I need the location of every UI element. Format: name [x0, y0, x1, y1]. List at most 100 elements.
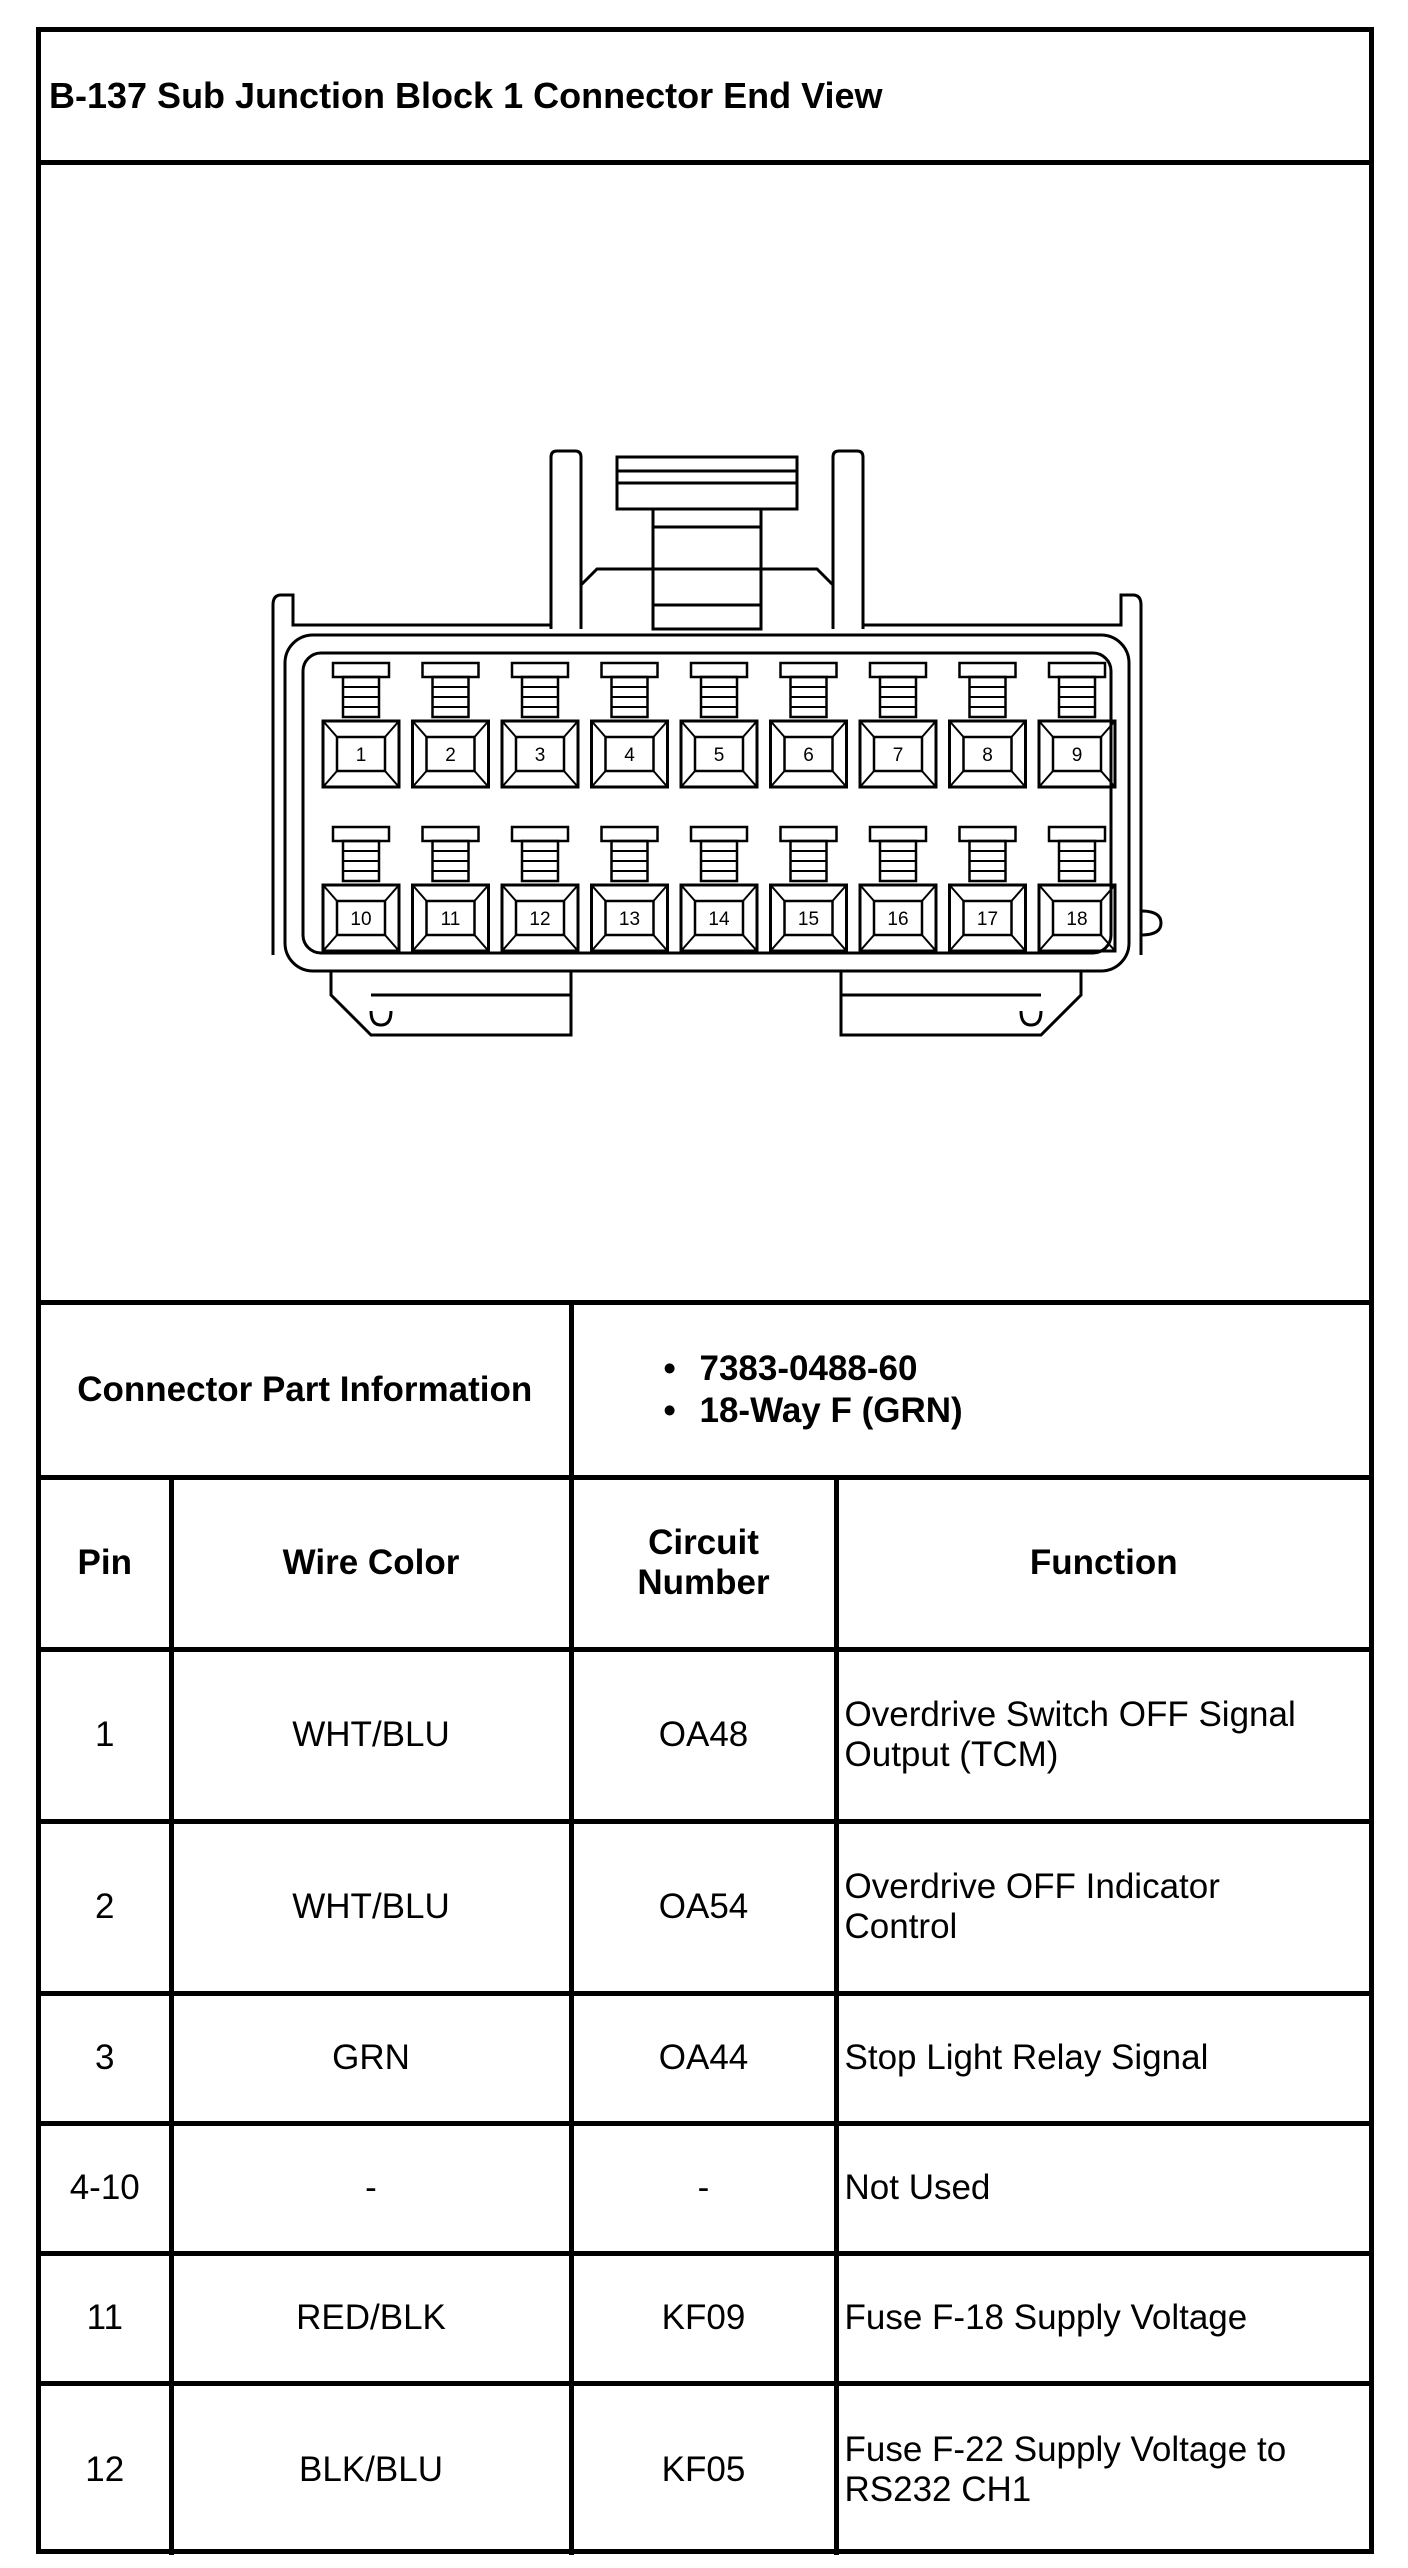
pin-terminal-cap [421, 661, 480, 679]
connector-latch [549, 449, 865, 631]
function-cell: Fuse F-22 Supply Voltage to RS232 CH1 [833, 2380, 1370, 2555]
pin-number-label: 9 [1072, 745, 1083, 766]
pin-cavity-corner [769, 770, 786, 788]
pin-terminal-cap [510, 661, 570, 679]
pin-cavity-inner [1051, 735, 1103, 773]
pin-cavity-corner [921, 770, 937, 788]
pin-cavity-corner [384, 934, 400, 952]
pin-cavity-16: 16 [858, 825, 938, 953]
table-row: 12 BLK/BLU KF05 Fuse F-22 Supply Voltage… [41, 2380, 1370, 2555]
pin-cavity-7: 7 [858, 661, 938, 789]
wire-color-cell: RED/BLK [168, 2250, 574, 2386]
pin-cavity-inner [962, 735, 1013, 773]
pin-number-label: 6 [803, 745, 814, 766]
pin-terminal-cap [331, 661, 391, 679]
pin-cavity-14: 14 [679, 825, 759, 953]
pin-cavity-corner [411, 720, 428, 738]
pin-cavity-corner [769, 884, 786, 902]
pin-cavity-corner [501, 884, 517, 902]
pin-cavity-outer [590, 883, 669, 953]
circuit-cell: - [568, 2120, 839, 2256]
pin-cavity-corner [590, 934, 607, 952]
pin-cavity-outer [1037, 883, 1117, 953]
pin-cavity-corner [680, 720, 696, 738]
pin-number-label: 13 [619, 909, 640, 930]
pin-cavity-corner [921, 934, 937, 952]
pin-cavity-corner [1010, 720, 1027, 738]
pin-cavity-corner [769, 720, 786, 738]
pin-terminal-cap [331, 825, 391, 843]
pin-cavity-corner [831, 934, 848, 952]
wire-color-cell: - [168, 2120, 574, 2256]
pin-cavity-4: 4 [590, 661, 669, 789]
pin-cavity-10: 10 [321, 825, 401, 953]
table-row: 3 GRN OA44 Stop Light Relay Signal [41, 1990, 1370, 2126]
part-number: 7383-0488-60 [664, 1348, 1370, 1390]
pin-cavity-1: 1 [321, 661, 401, 789]
pin-number-label: 17 [977, 909, 998, 930]
pin-number-label: 1 [356, 745, 367, 766]
header-circuit-number: Circuit Number [568, 1474, 839, 1652]
pin-cavity-8: 8 [948, 661, 1027, 789]
header-function: Function [833, 1474, 1370, 1652]
pin-cavity-corner [859, 934, 875, 952]
pin-terminal-cap [421, 825, 480, 843]
pin-cavity-3: 3 [500, 661, 580, 789]
pin-cavity-9: 9 [1037, 661, 1117, 789]
pin-cavity-corner [831, 884, 848, 902]
pin-cavity-corner [948, 934, 965, 952]
pin-cavity-corner [652, 884, 669, 902]
pin-cell: 1 [41, 1646, 174, 1824]
pin-cavity-corner [563, 884, 579, 902]
circuit-cell: OA54 [568, 1818, 839, 1996]
pin-cavity-outer [590, 719, 669, 789]
pin-terminal-cap [958, 661, 1017, 679]
pin-number-label: 18 [1066, 909, 1087, 930]
pin-cavity-corner [473, 934, 490, 952]
circuit-cell: KF05 [568, 2380, 839, 2555]
pin-terminal-cap [689, 661, 749, 679]
pin-cavity-outer [321, 719, 401, 789]
pin-number-label: 14 [708, 909, 730, 930]
pin-cavity-12: 12 [500, 825, 580, 953]
pin-terminal-cap [600, 661, 659, 679]
pin-number-label: 15 [798, 909, 819, 930]
pin-cavity-corner [1038, 934, 1054, 952]
pin-cavity-outer [769, 719, 848, 789]
connector-info-table: Connector Part Information 7383-0488-60 … [41, 1305, 1370, 2555]
pin-number-label: 2 [445, 745, 456, 766]
circuit-cell: KF09 [568, 2250, 839, 2386]
circuit-cell: OA44 [568, 1990, 839, 2126]
pin-cavity-inner [1051, 899, 1103, 937]
pin-cavity-inner [514, 735, 566, 773]
pin-cavity-corner [384, 770, 400, 788]
table-row: 4-10 - - Not Used [41, 2120, 1370, 2256]
pin-cavity-inner [872, 899, 924, 937]
function-cell: Overdrive Switch OFF Signal Output (TCM) [833, 1646, 1370, 1824]
pin-cavity-corner [563, 720, 579, 738]
pin-number-label: 10 [350, 909, 371, 930]
pin-cavity-corner [1100, 770, 1116, 788]
pin-cavity-corner [769, 934, 786, 952]
pin-cavity-corner [322, 934, 338, 952]
pin-cavity-corner [742, 720, 758, 738]
pin-cavity-corner [948, 720, 965, 738]
pin-cavity-corner [1100, 934, 1116, 952]
pin-cavity-outer [769, 883, 848, 953]
table-row: 1 WHT/BLU OA48 Overdrive Switch OFF Sign… [41, 1646, 1370, 1824]
pin-cavity-15: 15 [769, 825, 848, 953]
table-row: 11 RED/BLK KF09 Fuse F-18 Supply Voltage [41, 2250, 1370, 2386]
pin-cell: 4-10 [41, 2120, 174, 2256]
pin-number-label: 12 [529, 909, 550, 930]
pin-cavity-outer [679, 883, 759, 953]
pin-cavity-5: 5 [679, 661, 759, 789]
pin-number-label: 7 [893, 745, 904, 766]
pin-cavity-corner [590, 770, 607, 788]
pin-cavity-outer [948, 883, 1027, 953]
pin-cavity-outer [1037, 719, 1117, 789]
pin-cavity-outer [411, 883, 490, 953]
pin-cavity-corner [680, 934, 696, 952]
